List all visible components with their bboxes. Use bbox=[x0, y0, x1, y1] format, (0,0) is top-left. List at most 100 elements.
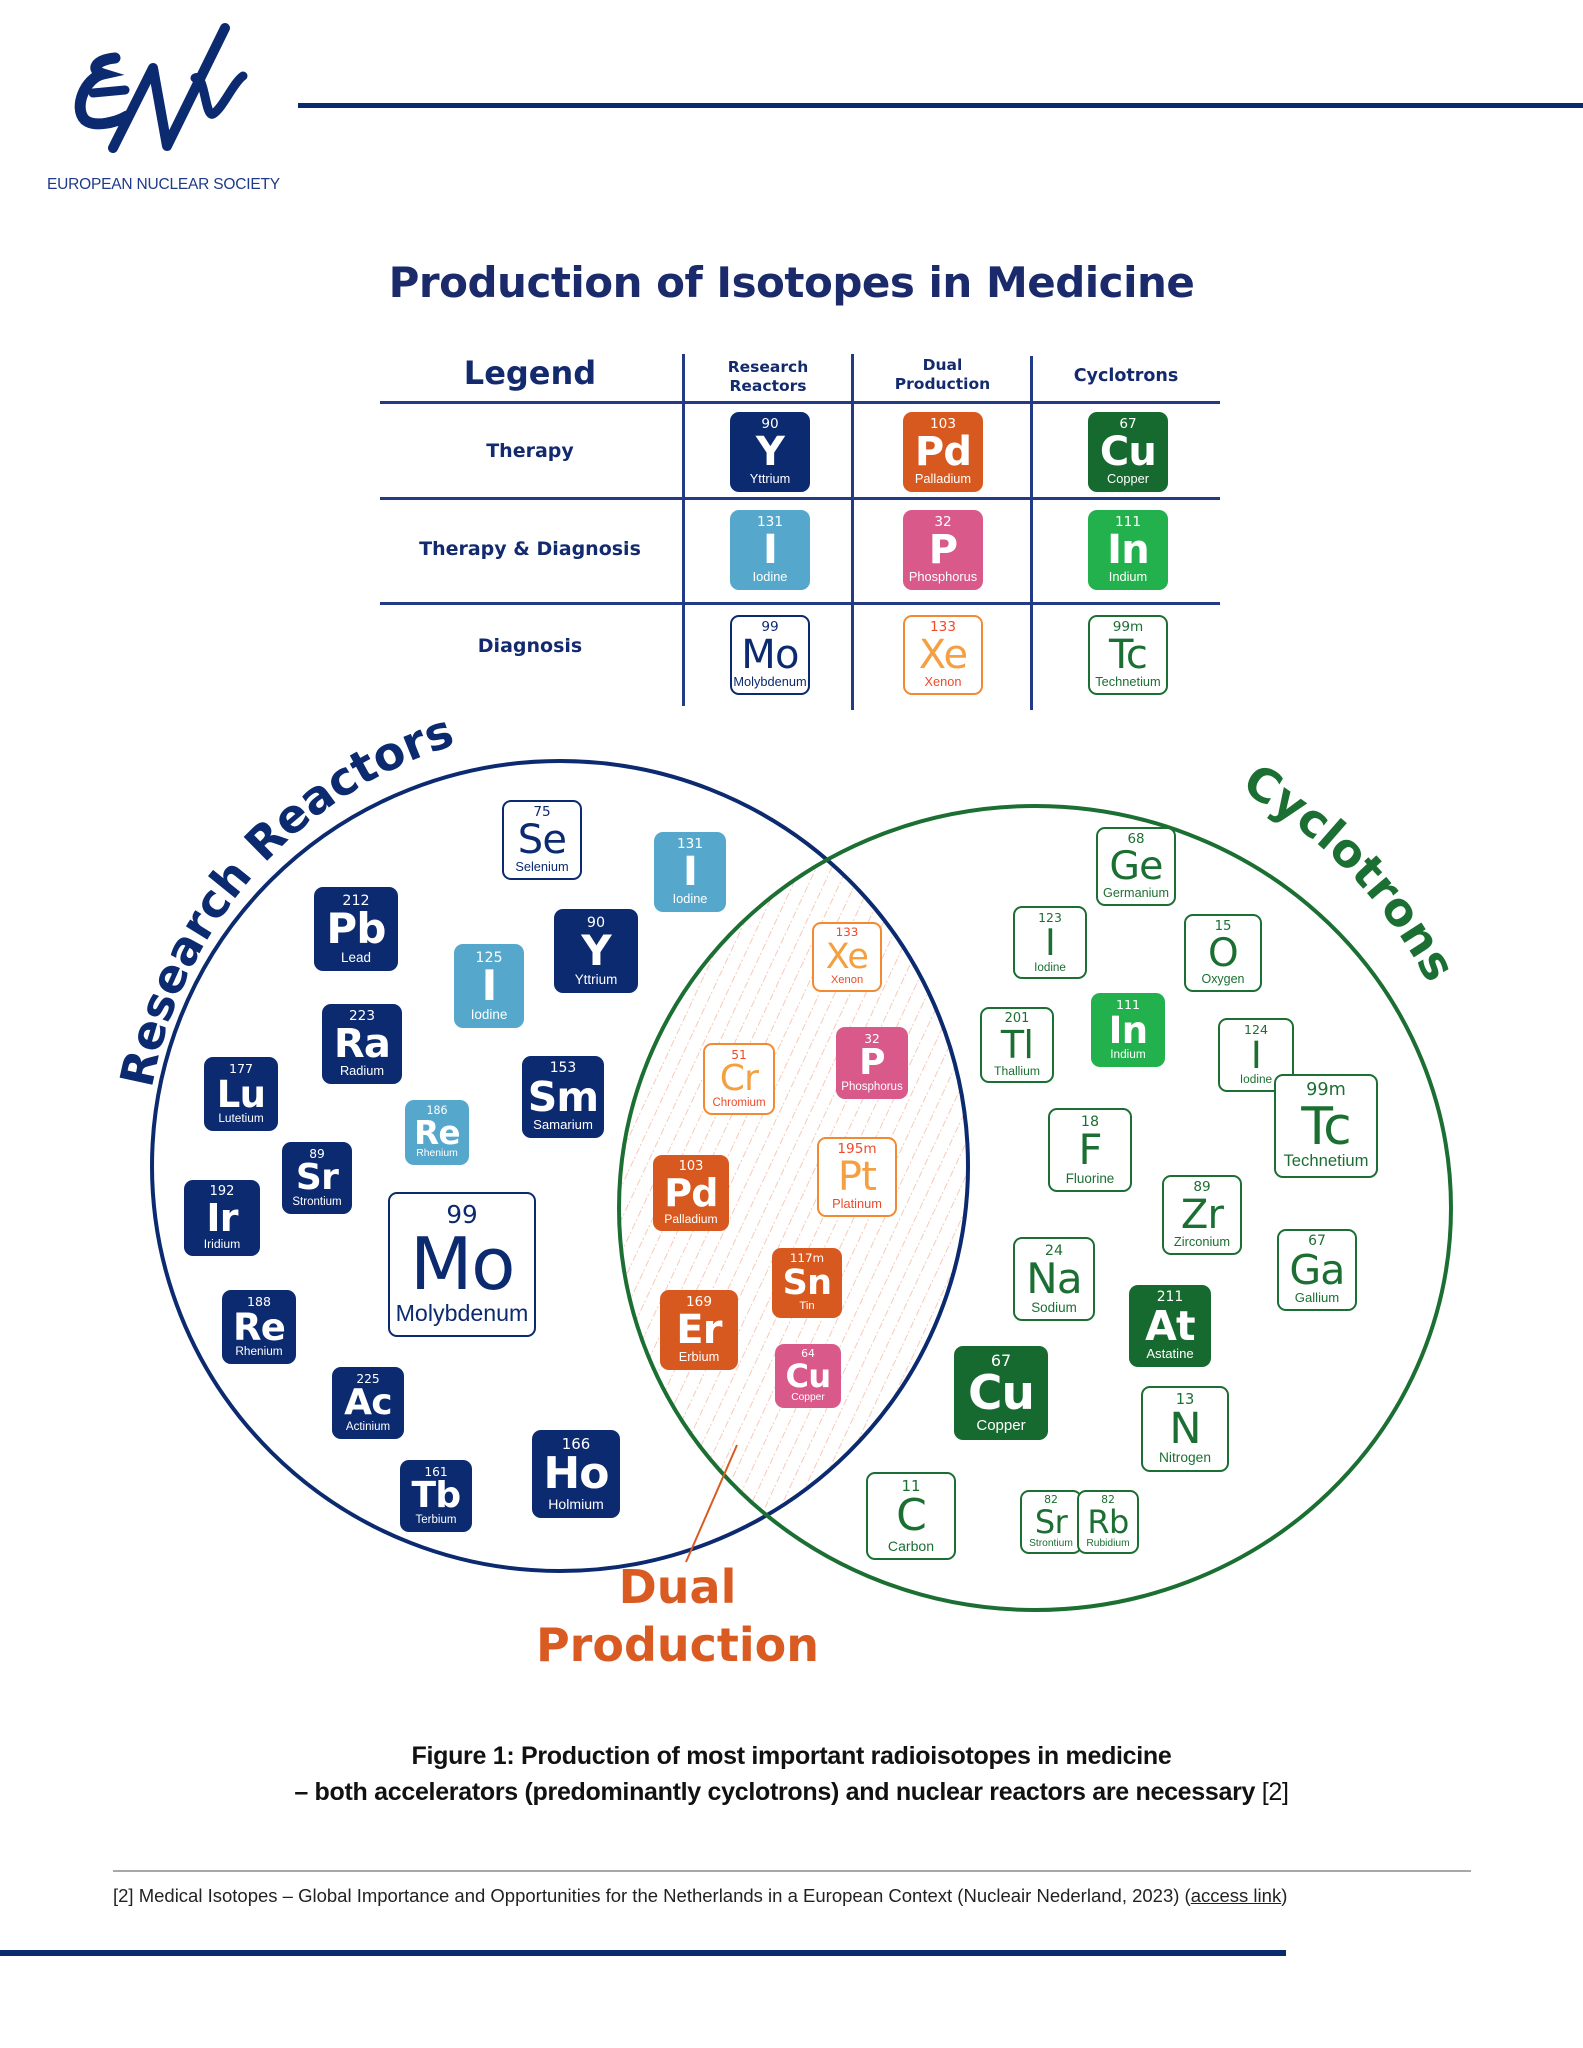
footnote-rule bbox=[113, 1870, 1471, 1872]
legend-divider bbox=[380, 602, 1220, 605]
mass-number: 18 bbox=[1080, 1113, 1100, 1130]
caption-line-1: Figure 1: Production of most important r… bbox=[411, 1742, 1172, 1770]
element-symbol: Pd bbox=[664, 1171, 718, 1216]
footer-rule bbox=[0, 1950, 1286, 1956]
mass-number: 24 bbox=[1044, 1242, 1064, 1259]
element-name: Rhenium bbox=[416, 1148, 458, 1160]
dual-production-label-line: Production bbox=[535, 1618, 820, 1672]
element-symbol: I bbox=[1250, 1033, 1262, 1077]
access-link[interactable]: access link bbox=[1190, 1885, 1282, 1906]
research-reactors-label: Research Reactors bbox=[109, 704, 459, 1092]
element-symbol: Sr bbox=[295, 1157, 339, 1199]
element-name: Radium bbox=[339, 1062, 385, 1078]
legend-divider bbox=[1030, 356, 1033, 710]
element-name: Oxygen bbox=[1201, 972, 1245, 987]
mass-number: 201 bbox=[1004, 1010, 1030, 1026]
element-name: Iodine bbox=[1034, 960, 1066, 974]
mass-number: 188 bbox=[246, 1293, 271, 1309]
cyclotrons-label: Cyclotrons bbox=[1234, 753, 1466, 990]
element-name: Zirconium bbox=[1173, 1233, 1231, 1249]
mass-number: 82 bbox=[1044, 1493, 1058, 1507]
cyclotrons-label-path: Cyclotrons bbox=[1234, 753, 1466, 990]
mass-number: 75 bbox=[533, 804, 551, 821]
element-symbol: At bbox=[1145, 1301, 1196, 1350]
legend-col-label-line: Dual bbox=[922, 356, 963, 374]
element-name: Tin bbox=[799, 1300, 815, 1313]
caption-line-2: – both accelerators (predominantly cyclo… bbox=[0, 1774, 1583, 1810]
mass-number: 124 bbox=[1243, 1021, 1268, 1037]
mass-number: 99 bbox=[446, 1200, 478, 1230]
element-name: Palladium bbox=[914, 470, 972, 486]
element-symbol: Cu bbox=[785, 1357, 832, 1396]
mass-number: 211 bbox=[1156, 1289, 1184, 1306]
legend-col-label-line: Reactors bbox=[729, 377, 807, 395]
element-symbol: Tc bbox=[1301, 1096, 1352, 1157]
element-symbol: Sn bbox=[782, 1262, 832, 1303]
element-name: Molybdenum bbox=[733, 673, 807, 689]
element-name: Strontium bbox=[292, 1195, 342, 1208]
element-name: Nitrogen bbox=[1159, 1450, 1211, 1466]
footnote-text: [2] Medical Isotopes – Global Importance… bbox=[113, 1885, 1191, 1906]
element-name: Iodine bbox=[752, 568, 788, 584]
mass-number: 68 bbox=[1127, 832, 1145, 848]
element-symbol: In bbox=[1108, 1008, 1148, 1052]
mass-number: 133 bbox=[930, 619, 956, 636]
mass-number: 13 bbox=[1175, 1390, 1195, 1408]
element-name: Samarium bbox=[533, 1117, 593, 1133]
element-name: Carbon bbox=[887, 1538, 935, 1555]
element-name: Phosphorus bbox=[841, 1080, 903, 1093]
legend-divider bbox=[380, 401, 1220, 404]
element-symbol: Sr bbox=[1034, 1503, 1068, 1542]
element-name: Palladium bbox=[664, 1211, 718, 1226]
element-symbol: Ho bbox=[543, 1448, 609, 1500]
element-symbol: Mo bbox=[741, 632, 799, 679]
organization-name: EUROPEAN NUCLEAR SOCIETY bbox=[47, 176, 280, 193]
mass-number: 153 bbox=[549, 1060, 577, 1077]
element-symbol: Ac bbox=[344, 1382, 392, 1424]
mass-number: 64 bbox=[801, 1347, 815, 1361]
mass-number: 90 bbox=[761, 416, 779, 433]
mass-number: 32 bbox=[934, 514, 952, 531]
mass-number: 51 bbox=[731, 1047, 747, 1062]
mass-number: 99m bbox=[1112, 619, 1144, 636]
mass-number: 111 bbox=[1115, 996, 1140, 1012]
element-name: Phosphorus bbox=[908, 568, 978, 584]
dual-production-pointer bbox=[685, 1444, 738, 1563]
element-name: Platinum bbox=[832, 1195, 882, 1211]
element-name: Technetium bbox=[1283, 1151, 1369, 1171]
mass-number: 67 bbox=[1119, 416, 1137, 433]
element-name: Iodine bbox=[672, 890, 708, 906]
element-symbol: Er bbox=[676, 1307, 722, 1354]
element-symbol: Ra bbox=[333, 1021, 391, 1068]
element-name: Fluorine bbox=[1065, 1170, 1115, 1186]
mass-number: 223 bbox=[349, 1008, 375, 1025]
element-symbol: Tc bbox=[1108, 632, 1148, 679]
element-name: Yttrium bbox=[749, 470, 791, 486]
mass-number: 103 bbox=[678, 1158, 704, 1174]
mass-number: 89 bbox=[1193, 1179, 1211, 1196]
element-symbol: N bbox=[1169, 1403, 1201, 1454]
